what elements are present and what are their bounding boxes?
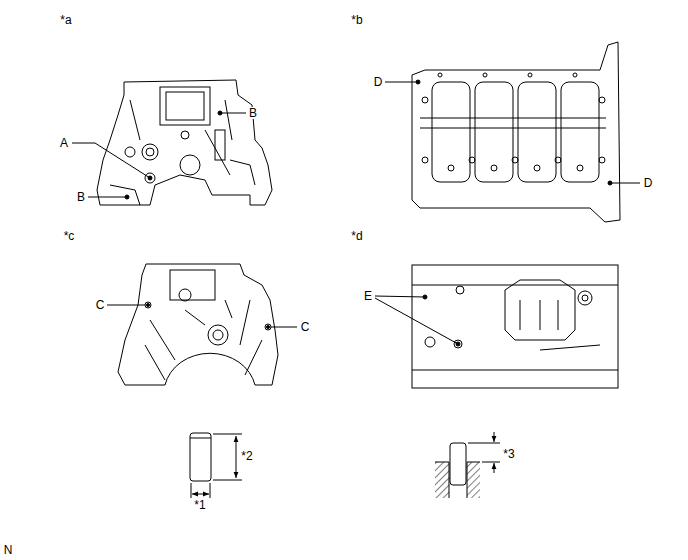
pin-protrusion — [435, 432, 500, 498]
block-rear-view — [107, 264, 297, 385]
callout-letter: B — [248, 107, 258, 119]
block-side-view — [375, 265, 618, 388]
callout-letter: A — [59, 137, 69, 149]
callout-letter: B — [76, 191, 86, 203]
view-label: *b — [350, 14, 363, 26]
block-bottom-view — [385, 42, 640, 222]
callout-number: *2 — [240, 450, 253, 462]
straight-pin-dimensions — [190, 433, 242, 498]
view-label: *d — [350, 230, 363, 242]
view-label: *a — [59, 14, 72, 26]
callout-letter: C — [300, 321, 311, 333]
callout-letter: E — [363, 290, 373, 302]
callout-letter: D — [373, 76, 384, 88]
block-front-view — [72, 80, 272, 205]
view-label: *c — [63, 230, 76, 242]
callout-letter: D — [643, 177, 654, 189]
callout-number: *1 — [193, 499, 206, 511]
callout-number: *3 — [502, 448, 515, 460]
corner-mark: N — [3, 544, 14, 556]
callout-letter: C — [95, 299, 106, 311]
